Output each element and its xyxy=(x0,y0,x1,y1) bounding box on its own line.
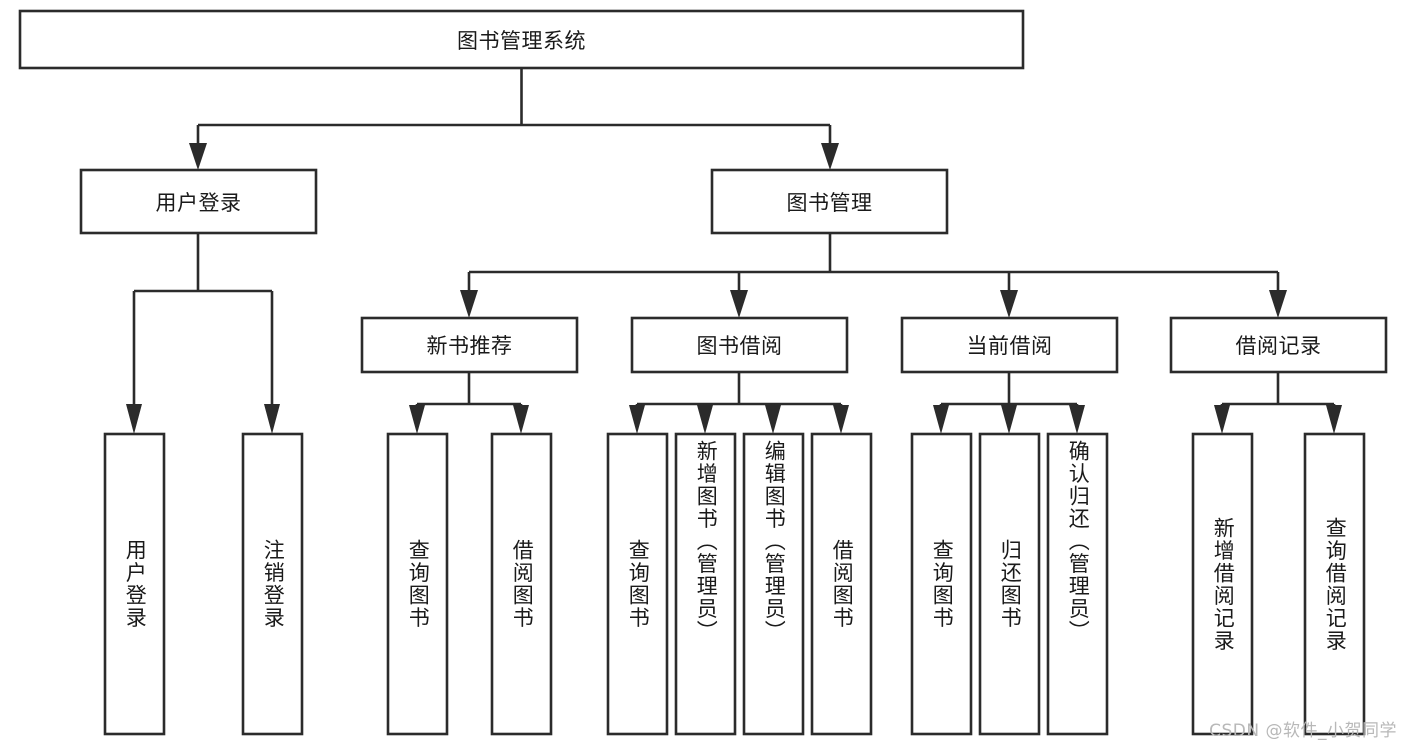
node-user-login[interactable] xyxy=(79,168,318,235)
node-book-manage[interactable] xyxy=(710,168,949,235)
node-leaf-user-login[interactable] xyxy=(103,432,166,736)
node-leaf-return-book[interactable] xyxy=(978,432,1041,736)
arrowhead-leaf-borrow-book-2 xyxy=(833,405,849,434)
arrowhead-leaf-confirm-return xyxy=(1069,405,1085,434)
arrowhead-leaf-logout-login xyxy=(264,404,280,434)
arrowhead-leaf-query-book-2 xyxy=(629,405,645,434)
node-leaf-add-record[interactable] xyxy=(1191,432,1254,736)
node-leaf-query-book-3[interactable] xyxy=(910,432,973,736)
node-box-layer xyxy=(18,9,1388,736)
node-book-borrow[interactable] xyxy=(630,316,849,374)
arrowhead-borrow-record xyxy=(1269,290,1287,318)
arrowhead-leaf-query-record xyxy=(1326,405,1342,434)
node-borrow-record[interactable] xyxy=(1169,316,1388,374)
arrowhead-leaf-edit-book xyxy=(765,405,781,434)
node-leaf-query-book-2[interactable] xyxy=(606,432,669,736)
node-leaf-borrow-book-1[interactable] xyxy=(490,432,553,736)
node-leaf-edit-book[interactable] xyxy=(742,432,805,736)
connector-layer xyxy=(126,68,1342,434)
csdn-watermark: CSDN @软件_小贺同学 xyxy=(1209,721,1397,741)
node-leaf-logout-login[interactable] xyxy=(241,432,304,736)
arrowhead-leaf-add-record xyxy=(1214,405,1230,434)
node-leaf-borrow-book-2[interactable] xyxy=(810,432,873,736)
node-leaf-query-book-1[interactable] xyxy=(386,432,449,736)
arrowhead-user-login xyxy=(189,143,207,170)
arrowhead-leaf-user-login xyxy=(126,404,142,434)
arrowhead-book-borrow xyxy=(730,290,748,318)
arrowhead-book-manage xyxy=(821,143,839,170)
arrowhead-new-book-recommend xyxy=(460,290,478,318)
arrowhead-leaf-return-book xyxy=(1001,405,1017,434)
arrowhead-leaf-query-book-3 xyxy=(933,405,949,434)
node-leaf-query-record[interactable] xyxy=(1303,432,1366,736)
node-new-book-recommend[interactable] xyxy=(360,316,579,374)
node-root[interactable] xyxy=(18,9,1025,70)
arrowhead-leaf-add-book xyxy=(697,405,713,434)
arrowhead-leaf-query-book-1 xyxy=(409,405,425,434)
node-current-borrow[interactable] xyxy=(900,316,1119,374)
node-leaf-add-book[interactable] xyxy=(674,432,737,736)
arrowhead-leaf-borrow-book-1 xyxy=(513,405,529,434)
arrowhead-current-borrow xyxy=(1000,290,1018,318)
node-leaf-confirm-return[interactable] xyxy=(1046,432,1109,736)
